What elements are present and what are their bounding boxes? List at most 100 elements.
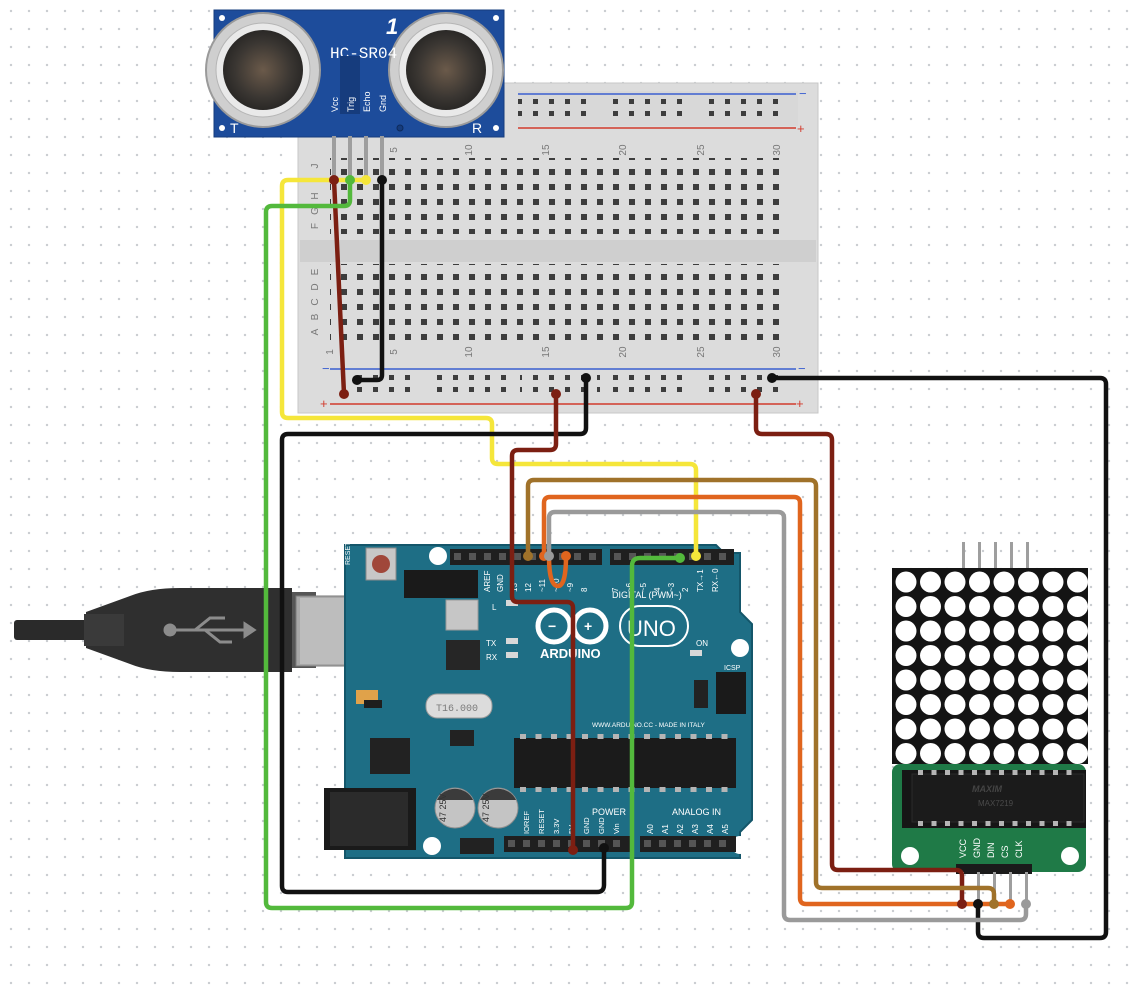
digital-pin-label: ~9 xyxy=(566,582,575,592)
wire-endpoint xyxy=(767,373,777,383)
column-number-bottom-20: 20 xyxy=(618,346,629,358)
analog-pin-label: A0 xyxy=(646,824,655,834)
analog-pin-label: A1 xyxy=(661,824,670,834)
arduino-logo-text: ARDUINO xyxy=(540,646,601,661)
wire-endpoint xyxy=(352,375,362,385)
matrix-chip-label: MAX7219 xyxy=(978,799,1014,808)
wire-endpoint xyxy=(523,551,533,561)
capacitor-1-label: 47 25V xyxy=(438,793,448,822)
digital-pin-label: ~5 xyxy=(639,582,648,592)
row-letter-h: H xyxy=(310,192,321,199)
wire-endpoint xyxy=(339,389,349,399)
analog-pin-label: A2 xyxy=(676,824,685,834)
digital-header-label: DIGITAL (PWM~) xyxy=(612,590,682,600)
sensor-mark: 1 xyxy=(386,14,398,39)
wire-endpoint xyxy=(345,175,355,185)
row-letter-d: D xyxy=(310,283,321,290)
digital-pin-label: AREF xyxy=(483,571,492,592)
wire-endpoint xyxy=(957,899,967,909)
wire-clk xyxy=(546,509,1029,923)
analog-header-label: ANALOG IN xyxy=(672,807,721,817)
sensor-pin-echo: Echo xyxy=(362,91,372,112)
matrix-pin-cs: CS xyxy=(1000,845,1010,858)
wires xyxy=(263,175,1109,941)
top-rail-minus: − xyxy=(799,86,807,101)
transmitter-transducer xyxy=(205,12,321,128)
power-pin-label: Vin xyxy=(612,823,621,834)
digital-pin-label: 13 xyxy=(510,583,519,592)
row-letter-a: A xyxy=(310,328,321,335)
power-pin-label: 3.3V xyxy=(552,819,561,834)
website-label: WWW.ARDUINO.CC - MADE IN ITALY xyxy=(592,722,705,729)
power-pin-label: GND xyxy=(597,817,606,834)
column-number-bottom-1: 1 xyxy=(325,349,336,355)
row-letter-c: C xyxy=(310,298,321,305)
l-label: L xyxy=(492,603,497,612)
power-pin-label: GND xyxy=(582,817,591,834)
row-letter-e: E xyxy=(310,268,321,275)
top-rail-plus: + xyxy=(797,121,805,136)
wire-endpoint xyxy=(561,551,571,561)
bottom-rail-plus-right: + xyxy=(796,396,804,411)
icsp-label: ICSP xyxy=(724,665,741,672)
led-grid xyxy=(895,571,1088,764)
wire-endpoint xyxy=(568,845,578,855)
column-number-top-15: 15 xyxy=(541,144,552,156)
row-letter-j: J xyxy=(310,164,321,169)
row-letter-f: F xyxy=(310,223,321,229)
usb-symbol-icon xyxy=(163,616,257,644)
column-number-top-5: 5 xyxy=(389,147,400,153)
wire-endpoint xyxy=(544,551,554,561)
digital-pin-label: 2 xyxy=(681,587,690,592)
matrix-pin-clk: CLK xyxy=(1014,840,1024,858)
wire-endpoint xyxy=(1021,899,1031,909)
bottom-rail-minus-right: − xyxy=(798,361,806,376)
sensor-pin-trig: Trig xyxy=(346,97,356,112)
analog-pin-label: A5 xyxy=(721,824,730,834)
wire-sensor-gnd xyxy=(354,177,385,383)
wire-endpoint xyxy=(377,175,387,185)
wire-cs-jumper xyxy=(546,553,569,589)
power-pin-label: IOREF xyxy=(522,811,531,834)
digital-pin-label: ~11 xyxy=(538,578,547,592)
on-label: ON xyxy=(696,639,708,648)
receiver-transducer xyxy=(388,12,504,128)
wire-endpoint xyxy=(675,553,685,563)
wire-din xyxy=(525,477,997,907)
wire-cs xyxy=(541,494,1013,907)
wire-endpoint xyxy=(329,175,339,185)
analog-pin-label: A4 xyxy=(706,824,715,834)
wire-endpoint xyxy=(751,389,761,399)
digital-pin-label: 7 xyxy=(611,587,620,592)
sensor-side-r: R xyxy=(472,120,482,136)
wire-endpoint xyxy=(1005,899,1015,909)
rx-label: RX xyxy=(486,653,498,662)
digital-pin-label: TX→1 xyxy=(696,569,705,592)
wire-matrix-gnd xyxy=(769,375,1109,941)
wire-trig xyxy=(279,177,699,559)
wire-endpoint xyxy=(581,373,591,383)
digital-pin-label: 4 xyxy=(653,587,662,592)
digital-pin-label: ~3 xyxy=(667,582,676,592)
arduino-model-label: UNO xyxy=(627,616,676,641)
digital-pin-label: 12 xyxy=(524,583,533,592)
arduino-uno-board: RESET 47 25V 47 25V T16.000 ICSP xyxy=(324,541,753,859)
wire-arduino-5v xyxy=(509,393,576,853)
column-number-bottom-10: 10 xyxy=(464,346,475,358)
sensor-pin-gnd: Gnd xyxy=(378,95,388,112)
wire-arduino-gnd xyxy=(279,377,607,895)
digital-pin-label: GND xyxy=(496,574,505,592)
arduino-logo: − + UNO ARDUINO xyxy=(535,605,689,661)
wire-endpoint xyxy=(989,899,999,909)
digital-pin-label: 8 xyxy=(580,587,589,592)
column-number-top-30: 30 xyxy=(772,144,783,156)
matrix-pin-din: DIN xyxy=(986,843,996,859)
reset-button-label: RESET xyxy=(345,541,352,565)
power-header-label: POWER xyxy=(592,807,627,817)
